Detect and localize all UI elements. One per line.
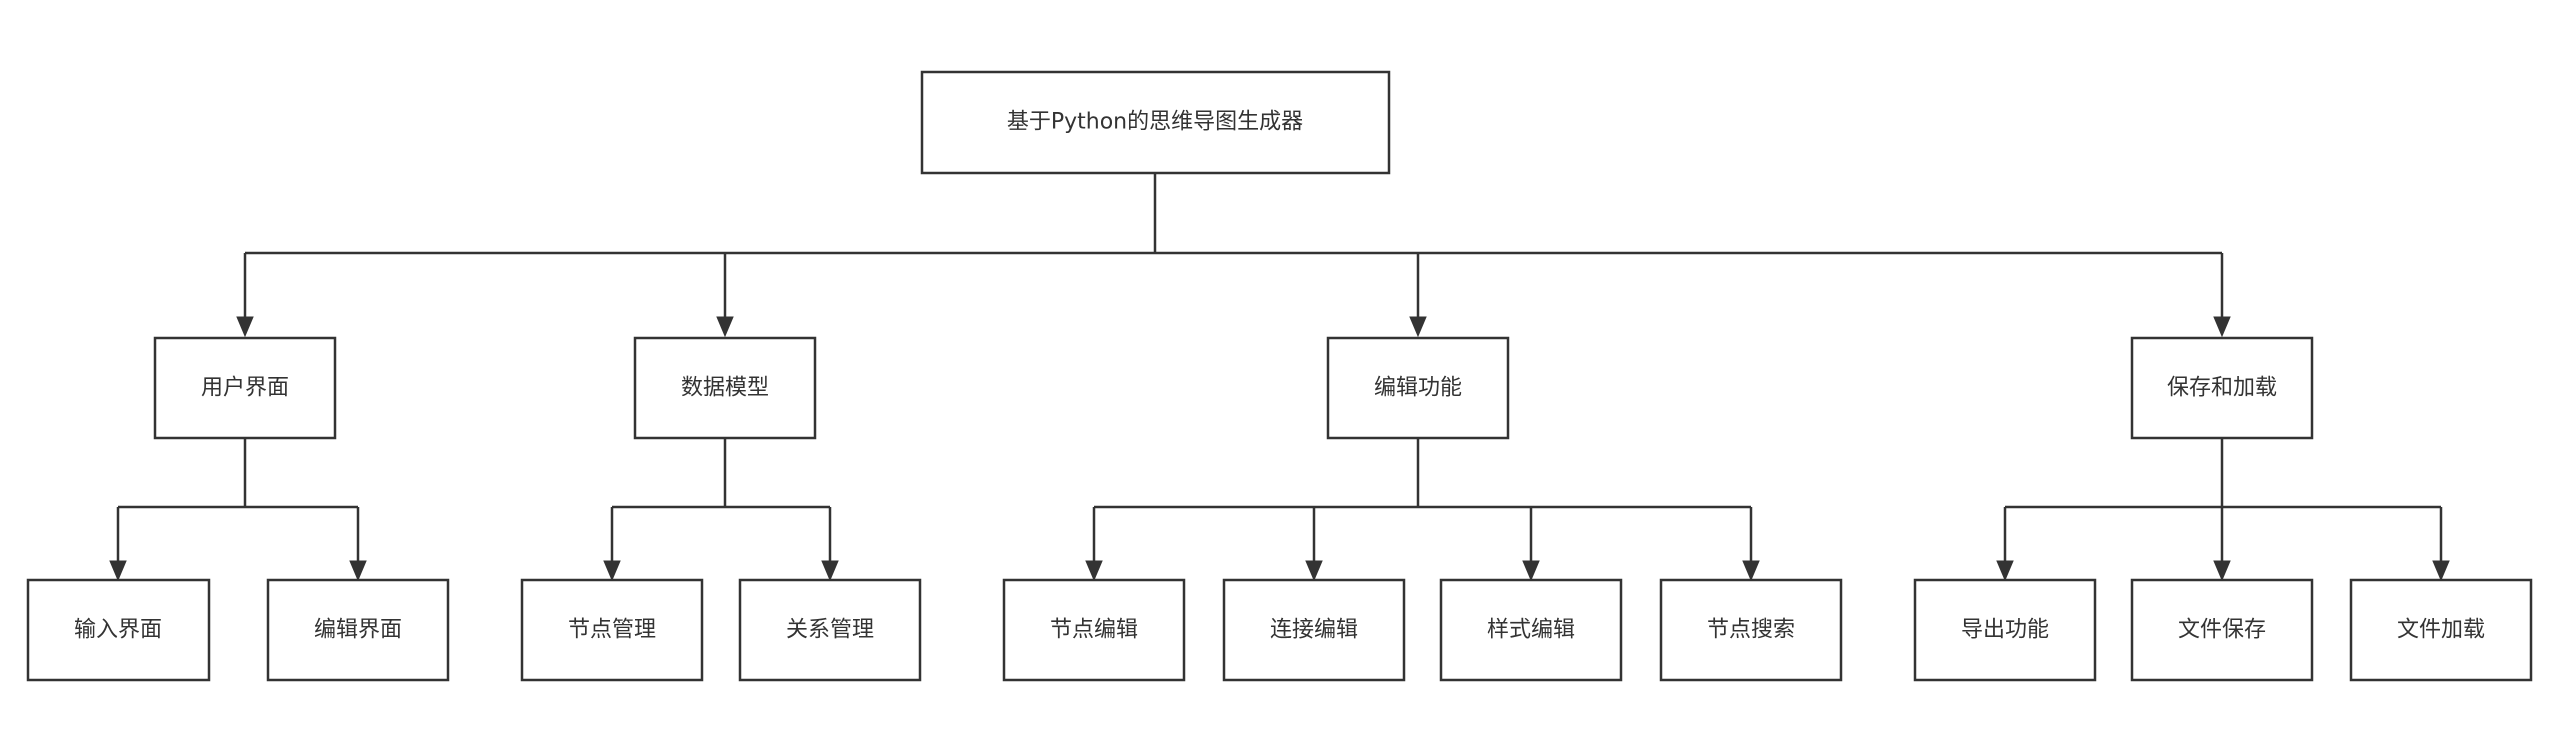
- leaf-node-node-management: 节点管理: [520, 578, 704, 682]
- arrowhead-cat2: [716, 316, 734, 338]
- category-node-label: 用户界面: [201, 376, 289, 401]
- leaf-node-label: 节点搜索: [1707, 618, 1795, 643]
- category-node-label: 数据模型: [681, 376, 769, 401]
- arrowhead-cat1: [236, 316, 254, 338]
- arrowhead-cat4-child2: [2213, 560, 2231, 582]
- category-node-label: 保存和加载: [2167, 376, 2277, 401]
- leaf-node-input-interface: 输入界面: [26, 578, 211, 682]
- arrowhead-cat2-child2: [821, 560, 839, 582]
- category-node-user-interface: 用户界面: [153, 336, 337, 440]
- leaf-node-node-edit: 节点编辑: [1002, 578, 1186, 682]
- leaf-node-label: 输入界面: [74, 618, 162, 643]
- leaf-node-label: 文件加载: [2397, 618, 2485, 643]
- leaf-node-edit-interface: 编辑界面: [266, 578, 450, 682]
- leaf-node-label: 导出功能: [1961, 618, 2049, 643]
- leaf-node-label: 编辑界面: [314, 618, 402, 643]
- leaf-node-style-edit: 样式编辑: [1439, 578, 1623, 682]
- leaf-node-label: 节点编辑: [1050, 618, 1138, 643]
- arrowhead-cat3-child2: [1305, 560, 1323, 582]
- arrowhead-cat3-child3: [1522, 560, 1540, 582]
- leaf-node-file-load: 文件加载: [2349, 578, 2533, 682]
- arrowhead-cat3-child1: [1085, 560, 1103, 582]
- arrowhead-cat3-child4: [1742, 560, 1760, 582]
- category-node-edit-functions: 编辑功能: [1326, 336, 1510, 440]
- arrowhead-cat3: [1409, 316, 1427, 338]
- cat4-connectors: [1996, 438, 2450, 582]
- leaf-node-file-save: 文件保存: [2130, 578, 2314, 682]
- leaf-node-relation-management: 关系管理: [738, 578, 922, 682]
- root-connectors: [236, 173, 2231, 338]
- arrowhead-cat1-child2: [349, 560, 367, 582]
- arrowhead-cat4-child1: [1996, 560, 2014, 582]
- cat3-connectors: [1085, 438, 1760, 582]
- arrowhead-cat4-child3: [2432, 560, 2450, 582]
- leaf-node-label: 节点管理: [568, 618, 656, 643]
- cat1-connectors: [109, 438, 367, 582]
- leaf-node-label: 样式编辑: [1487, 618, 1575, 643]
- arrowhead-cat4: [2213, 316, 2231, 338]
- category-node-label: 编辑功能: [1374, 376, 1462, 401]
- leaf-node-connection-edit: 连接编辑: [1222, 578, 1406, 682]
- leaf-node-node-search: 节点搜索: [1659, 578, 1843, 682]
- leaf-node-label: 关系管理: [786, 618, 874, 643]
- leaf-node-label: 文件保存: [2178, 618, 2266, 643]
- leaf-node-export: 导出功能: [1913, 578, 2097, 682]
- category-node-save-load: 保存和加载: [2130, 336, 2314, 440]
- arrowhead-cat2-child1: [603, 560, 621, 582]
- category-node-data-model: 数据模型: [633, 336, 817, 440]
- root-node-label: 基于Python的思维导图生成器: [1007, 110, 1303, 135]
- arrowhead-cat1-child1: [109, 560, 127, 582]
- cat2-connectors: [603, 438, 839, 582]
- leaf-node-label: 连接编辑: [1270, 618, 1358, 643]
- root-node: 基于Python的思维导图生成器: [920, 70, 1391, 175]
